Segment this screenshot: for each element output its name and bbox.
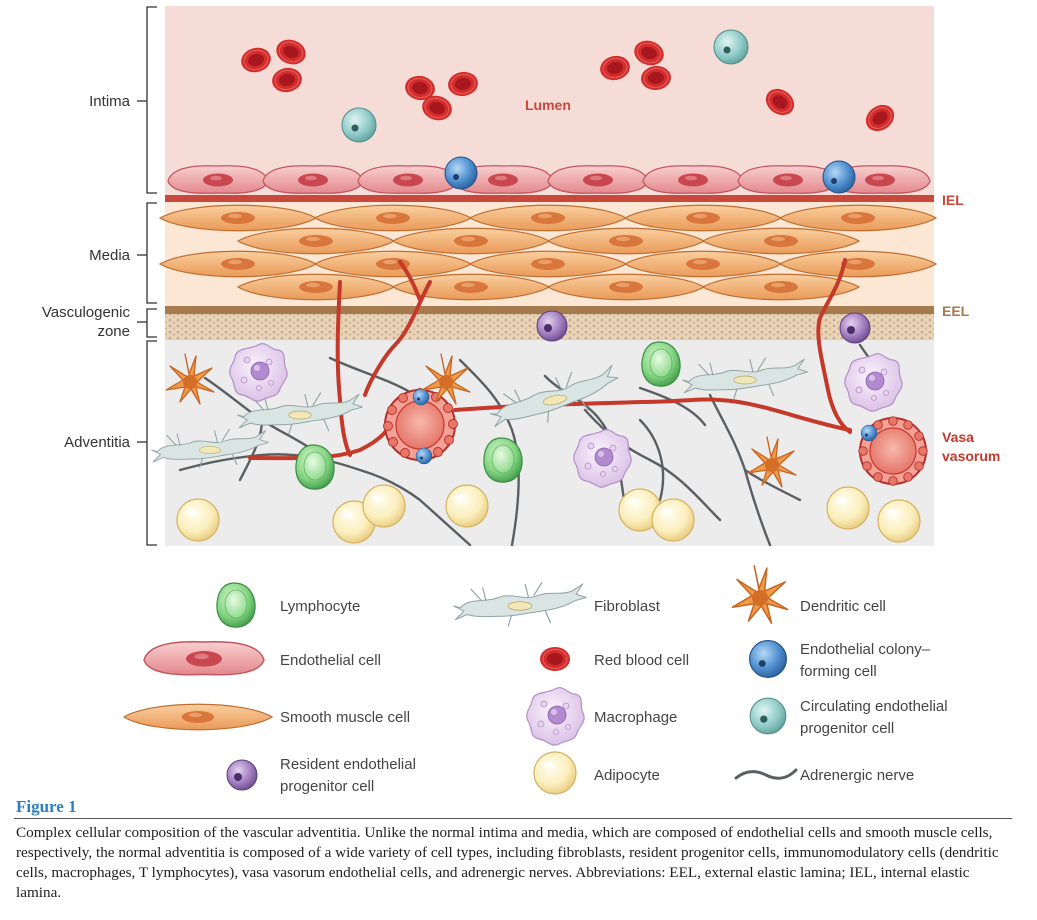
legend-smooth-muscle-cell-label: Smooth muscle cell [280,709,410,726]
legend-dendritic-cell-label: Dendritic cell [800,598,886,615]
legend-rep-icon [226,759,258,791]
legend-adipocyte-icon [533,751,577,795]
label-iel: IEL [942,192,964,208]
legend-lymphocyte-label: Lymphocyte [280,598,360,615]
legend-adipocyte-label: Adipocyte [594,767,660,784]
legend-red-blood-cell-icon [539,646,571,672]
label-eel: EEL [942,303,970,319]
legend-endothelial-cell-icon [143,641,265,676]
legend-endothelial-cell-label: Endothelial cell [280,652,381,669]
label-vasculogenic-zone-line2: zone [97,323,130,340]
adventitia-diagram: Intima Media Vasculogenic zone Adventiti… [42,6,1000,795]
legend-macrophage-label: Macrophage [594,709,677,726]
legend-macrophage-icon [526,686,585,746]
legend-red-blood-cell-label: Red blood cell [594,652,689,669]
eel-band [165,306,934,314]
legend-dendritic-cell-icon [731,565,789,625]
layer-brackets [137,6,157,546]
label-intima: Intima [89,93,131,110]
legend-cep-label-line1: Circulating endothelial [800,698,948,715]
legend-cep-icon [749,697,787,735]
legend-rep-label-line1: Resident endothelial [280,756,416,773]
legend-adrenergic-nerve-label: Adrenergic nerve [800,767,914,784]
legend: Lymphocyte Fibroblast Dendritic cell End… [123,565,948,795]
legend-rep-label-line2: progenitor cell [280,778,374,795]
legend-cep-label-line2: progenitor cell [800,720,894,737]
legend-lymphocyte-icon [216,582,256,628]
figure-title: Figure 1 [16,797,77,816]
legend-fibroblast-label: Fibroblast [594,598,661,615]
label-adventitia: Adventitia [64,434,131,451]
caption-divider [14,818,1012,819]
legend-adrenergic-nerve-icon [734,768,798,780]
legend-ecfc-label-line2: forming cell [800,663,877,680]
label-vasa-vasorum-line1: Vasa [942,429,974,445]
iel-band [165,195,934,202]
legend-fibroblast-icon [453,581,587,627]
figure-caption: Complex cellular composition of the vasc… [16,824,999,901]
label-lumen: Lumen [525,97,571,113]
legend-ecfc-icon [749,640,787,678]
label-media: Media [89,247,131,264]
label-vasculogenic-zone-line1: Vasculogenic [42,304,131,321]
legend-ecfc-label-line1: Endothelial colony– [800,641,931,658]
legend-smooth-muscle-cell-icon [123,703,273,731]
label-vasa-vasorum-line2: vasorum [942,448,1000,464]
adventitia-region [165,340,934,546]
